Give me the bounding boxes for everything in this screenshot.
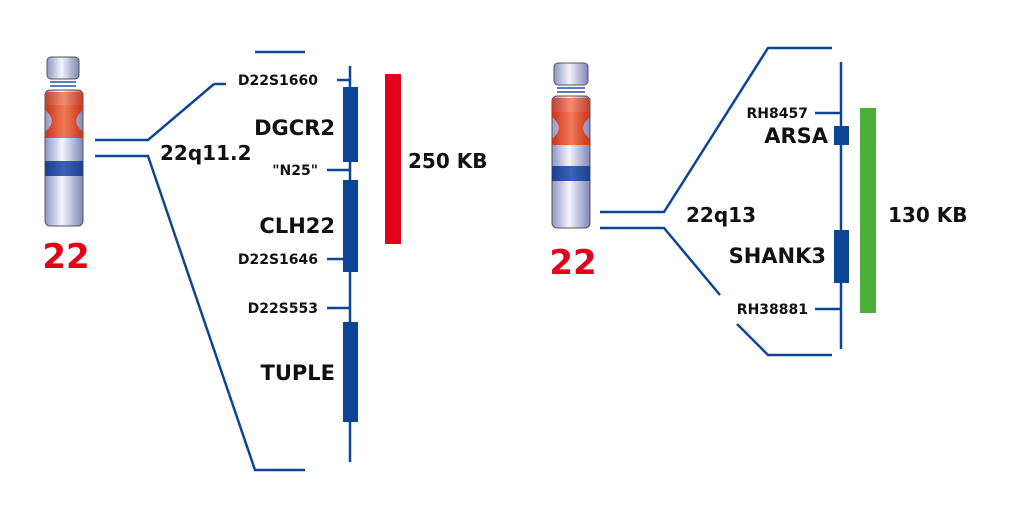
gene-box-clh22	[343, 180, 358, 272]
gene-label-clh22: CLH22	[259, 214, 335, 238]
marker-label-n25: "N25"	[272, 163, 318, 179]
chromosome-label-left: 22	[42, 237, 89, 277]
size-label-left: 250 KB	[408, 149, 487, 173]
marker-label-rh38881: RH38881	[737, 302, 808, 318]
size-label-right: 130 KB	[888, 203, 967, 227]
band-connector-lines-left	[95, 50, 305, 472]
band-connector-lines-right	[600, 46, 832, 357]
chromosome-22-ideogram-left	[44, 56, 84, 227]
marker-label-rh8457: RH8457	[747, 106, 808, 122]
gene-box-dgcr2	[343, 87, 358, 162]
marker-label-d22s553: D22S553	[248, 301, 318, 317]
band-label-22q13: 22q13	[686, 203, 756, 227]
marker-ticks-right	[815, 111, 841, 311]
gene-box-arsa	[834, 126, 849, 145]
gene-label-tuple: TUPLE	[261, 361, 336, 385]
gene-label-arsa: ARSA	[764, 124, 829, 148]
chromosome-label-right: 22	[549, 243, 596, 283]
band-label-22q11-2: 22q11.2	[160, 141, 252, 165]
gene-box-tuple	[343, 322, 358, 422]
gene-box-shank3	[834, 230, 849, 283]
marker-label-d22s1660: D22S1660	[238, 73, 318, 89]
marker-label-d22s1646: D22S1646	[238, 252, 318, 268]
right-panel: 22 22q13 RH8457 RH38881 ARSA SHANK3 130 …	[549, 46, 967, 357]
gene-label-shank3: SHANK3	[729, 244, 826, 268]
chromosome-22-ideogram-right	[551, 62, 591, 229]
left-panel: 22 22q11.2 D22S1660 "N25" D22S1646 D22S5…	[42, 50, 487, 472]
size-bar-left	[385, 74, 401, 244]
size-bar-right	[860, 108, 876, 313]
gene-label-dgcr2: DGCR2	[254, 116, 335, 140]
